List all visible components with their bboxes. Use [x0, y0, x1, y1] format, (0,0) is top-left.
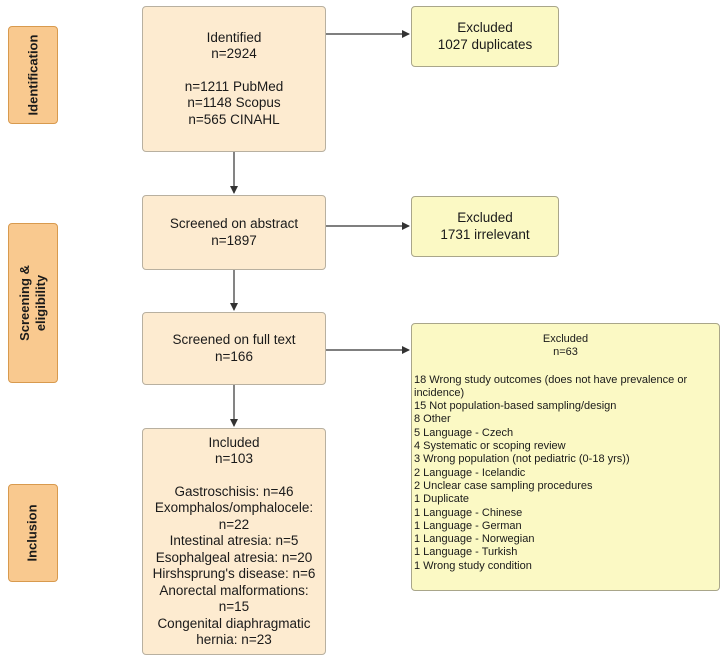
stage-identification: Identification [8, 26, 58, 124]
excluded-fulltext-box: Excluded n=63 18 Wrong study outcomes (d… [411, 323, 720, 591]
included-item: Gastroschisis: n=46 [174, 483, 294, 499]
excluded-duplicates-detail: 1027 duplicates [437, 36, 533, 52]
screened-abstract-box: Screened on abstract n=1897 [142, 195, 326, 270]
excluded-duplicates-title: Excluded [457, 20, 513, 35]
reason-item: 15 Not population-based sampling/design [414, 400, 617, 413]
screened-abstract-title: Screened on abstract [169, 216, 299, 231]
reason-item: 2 Language - Icelandic [414, 466, 526, 479]
reason-item: 1 Language - Chinese [414, 506, 523, 519]
reason-item: 3 Wrong population (not pediatric (0-18 … [414, 453, 630, 466]
screened-fulltext-count: n=166 [215, 348, 253, 364]
included-box: Included n=103 Gastroschisis: n=46 Exomp… [142, 428, 326, 655]
reason-item: 1 Language - German [414, 519, 522, 532]
included-item: Intestinal atresia: n=5 [169, 533, 299, 548]
included-item: n=22 [218, 516, 250, 532]
identified-title: Identified [206, 29, 262, 45]
reason-item: 2 Unclear case sampling procedures [414, 479, 593, 492]
excluded-fulltext-count: n=63 [553, 346, 578, 359]
identified-source-pubmed: n=1211 PubMed [184, 78, 284, 94]
included-item: Congenital diaphragmatic [157, 615, 311, 631]
excluded-irrelevant-title: Excluded [457, 210, 513, 225]
screened-abstract-count: n=1897 [211, 232, 257, 248]
included-item: Esophalgeal atresia: n=20 [155, 549, 313, 565]
reason-item: 1 Language - Turkish [414, 546, 518, 559]
included-item: hernia: n=23 [196, 632, 272, 647]
screened-fulltext-title: Screened on full text [172, 332, 296, 347]
reason-item: 5 Language - Czech [414, 426, 514, 439]
identified-source-scopus: n=1148 Scopus [187, 95, 281, 111]
stage-screening: Screening & eligibility [8, 223, 58, 383]
included-count: n=103 [215, 451, 253, 466]
included-item: Anorectal malformations: [159, 582, 309, 598]
excluded-duplicates-box: Excluded 1027 duplicates [411, 6, 559, 67]
reason-item: 18 Wrong study outcomes (does not have p… [414, 373, 688, 386]
included-item: Exomphalos/omphalocele: [154, 500, 314, 515]
reason-item: 4 Systematic or scoping review [414, 440, 566, 453]
reason-item: 1 Duplicate [414, 493, 470, 506]
reason-item: 1 Language - Norwegian [414, 533, 535, 546]
identified-count: n=2924 [211, 46, 257, 62]
stage-inclusion: Inclusion [8, 484, 58, 582]
excluded-irrelevant-box: Excluded 1731 irrelevant [411, 196, 559, 257]
excluded-fulltext-title: Excluded [542, 333, 589, 345]
identified-source-cinahl: n=565 CINAHL [188, 111, 280, 127]
screened-fulltext-box: Screened on full text n=166 [142, 312, 326, 385]
reason-item: incidence) [414, 386, 465, 399]
included-item: n=15 [218, 599, 250, 614]
excluded-fulltext-reasons: 18 Wrong study outcomes (does not have p… [412, 374, 719, 573]
included-title: Included [208, 434, 260, 450]
reason-item: 1 Wrong study condition [414, 559, 532, 572]
included-item: Hirshsprung's disease: n=6 [152, 566, 316, 581]
reason-item: 8 Other [414, 413, 451, 426]
identified-box: Identified n=2924 n=1211 PubMed n=1148 S… [142, 6, 326, 152]
excluded-irrelevant-detail: 1731 irrelevant [440, 226, 530, 242]
